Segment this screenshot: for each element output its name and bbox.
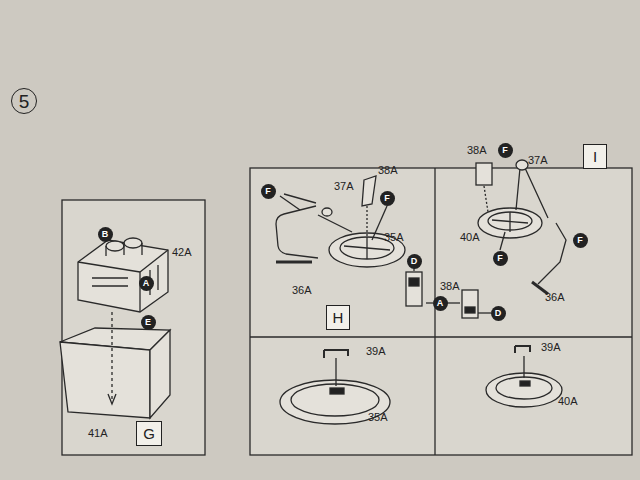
part-number: 40A [460,232,480,243]
letter: D [411,257,418,266]
part-number: 35A [384,232,404,243]
part-number: 38A [440,281,460,292]
part-number: 39A [541,342,561,353]
part-number: 38A [378,165,398,176]
letter: I [593,149,597,164]
part-number: 37A [528,155,548,166]
part-letter-circle: F [380,191,395,206]
part-letter-circle: F [493,251,508,266]
letter: B [102,230,109,239]
letter: E [145,318,151,327]
letter: A [437,299,444,308]
part-number: 39A [366,346,386,357]
part-letter-circle: F [573,233,588,248]
letter: 5 [19,92,30,111]
letter: A [143,279,150,288]
part-letter-circle: D [407,254,422,269]
part-number: 41A [88,428,108,439]
part-letter-circle: A [433,296,448,311]
part-letter-circle: F [498,143,513,158]
part-number: 42A [172,247,192,258]
letter: F [265,187,271,196]
part-number: 37A [334,181,354,192]
part-letter-circle: A [139,276,154,291]
part-letter-circle: E [141,315,156,330]
letter: F [502,146,508,155]
letter: D [495,309,502,318]
panel-letter-box: I [583,144,607,169]
part-number: 35A [368,412,388,423]
letter: H [333,310,344,325]
step-number-circle: 5 [11,88,37,114]
letter: F [497,254,503,263]
part-number: 40A [558,396,578,407]
part-letter-circle: F [261,184,276,199]
part-letter-circle: B [98,227,113,242]
part-letter-circle: D [491,306,506,321]
part-number: 36A [292,285,312,296]
letter: G [143,426,155,441]
letter: F [577,236,583,245]
panel-letter-box: G [136,421,162,446]
letter: F [384,194,390,203]
part-number: 36A [545,292,565,303]
part-number: 38A [467,145,487,156]
panel-letter-box: H [326,305,351,330]
